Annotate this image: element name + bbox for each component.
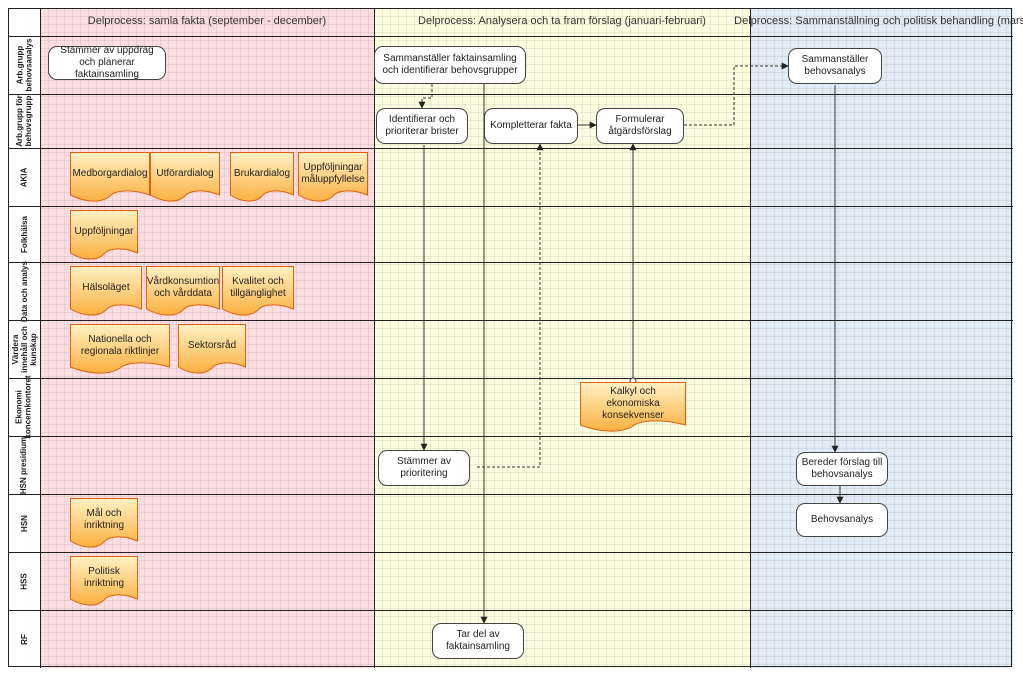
- phase-title-analyze: Delprocess: Analysera och ta fram försla…: [418, 15, 706, 27]
- lane-label-rf: RF: [19, 633, 29, 645]
- process-p5[interactable]: Kompletterar fakta: [484, 108, 578, 144]
- phase-title-compile: Delprocess: Sammanställning och politisk…: [734, 15, 1023, 27]
- document-shape: [150, 152, 220, 202]
- lane-label-hsn: HSN: [19, 514, 29, 532]
- document-d6[interactable]: Hälsoläget: [70, 266, 142, 316]
- document-shape: [146, 266, 220, 316]
- lane-divider: [8, 552, 1013, 553]
- document-d2[interactable]: Utförardialog: [150, 152, 220, 202]
- lane-label-hss: HSS: [19, 572, 29, 590]
- document-shape: [178, 324, 246, 374]
- process-p3[interactable]: Sammanställer behovsanalys: [788, 48, 882, 84]
- diagram-frame: [8, 8, 1012, 667]
- process-p4[interactable]: Identifierar och prioriterar brister: [376, 108, 468, 144]
- document-shape: [70, 324, 170, 374]
- document-d13[interactable]: Politisk inriktning: [70, 556, 138, 606]
- lane-divider: [8, 494, 1013, 495]
- document-shape: [580, 382, 686, 432]
- document-d11[interactable]: Kalkyl och ekonomiska konsekvenser: [580, 382, 686, 432]
- document-shape: [70, 498, 138, 548]
- process-p6[interactable]: Formulerar åtgärdsförslag: [596, 108, 684, 144]
- document-d3[interactable]: Brukardialog: [230, 152, 294, 202]
- document-d9[interactable]: Nationella och regionala riktlinjer: [70, 324, 170, 374]
- document-d4[interactable]: Uppföljningar måluppfyllelse: [298, 152, 368, 202]
- lane-label-akia: AKIA: [19, 167, 29, 187]
- process-p7[interactable]: Stämmer av prioritering: [378, 450, 470, 486]
- lane-divider: [8, 610, 1013, 611]
- process-p1[interactable]: Stämmer av uppdrag och planerar faktains…: [48, 45, 166, 80]
- phase-title-collect: Delprocess: samla fakta (september - dec…: [87, 15, 327, 27]
- lane-divider: [8, 36, 1013, 37]
- process-p9[interactable]: Behovsanalys: [796, 503, 888, 537]
- document-shape: [230, 152, 294, 202]
- phase-divider: [374, 8, 375, 668]
- phase-compile: [750, 8, 1013, 668]
- process-p10[interactable]: Tar del av faktainsamling: [432, 623, 524, 659]
- document-d10[interactable]: Sektorsråd: [178, 324, 246, 374]
- document-d12[interactable]: Mål och inriktning: [70, 498, 138, 548]
- document-d7[interactable]: Vårdkonsumtion och vårddata: [146, 266, 220, 316]
- document-shape: [70, 152, 150, 202]
- lane-label-hsn-presidium: HSN presidium: [19, 436, 29, 494]
- document-shape: [222, 266, 294, 316]
- document-shape: [298, 152, 368, 202]
- lane-label-folkhalsa: Folkhälsa: [19, 215, 29, 253]
- document-d8[interactable]: Kvalitet och tillgänglighet: [222, 266, 294, 316]
- document-shape: [70, 556, 138, 606]
- process-p8[interactable]: Bereder förslag till behovsanalys: [796, 452, 888, 486]
- label-column-divider: [40, 8, 41, 668]
- lane-label-data-och-analys: Data och analys: [19, 260, 29, 322]
- document-shape: [70, 210, 138, 260]
- process-p2[interactable]: Sammanställer faktainsamling och identif…: [374, 46, 526, 84]
- phase-divider: [750, 8, 751, 668]
- document-d5[interactable]: Uppföljningar: [70, 210, 138, 260]
- lane-divider: [8, 94, 1013, 95]
- document-shape: [70, 266, 142, 316]
- document-d1[interactable]: Medborgardialog: [70, 152, 150, 202]
